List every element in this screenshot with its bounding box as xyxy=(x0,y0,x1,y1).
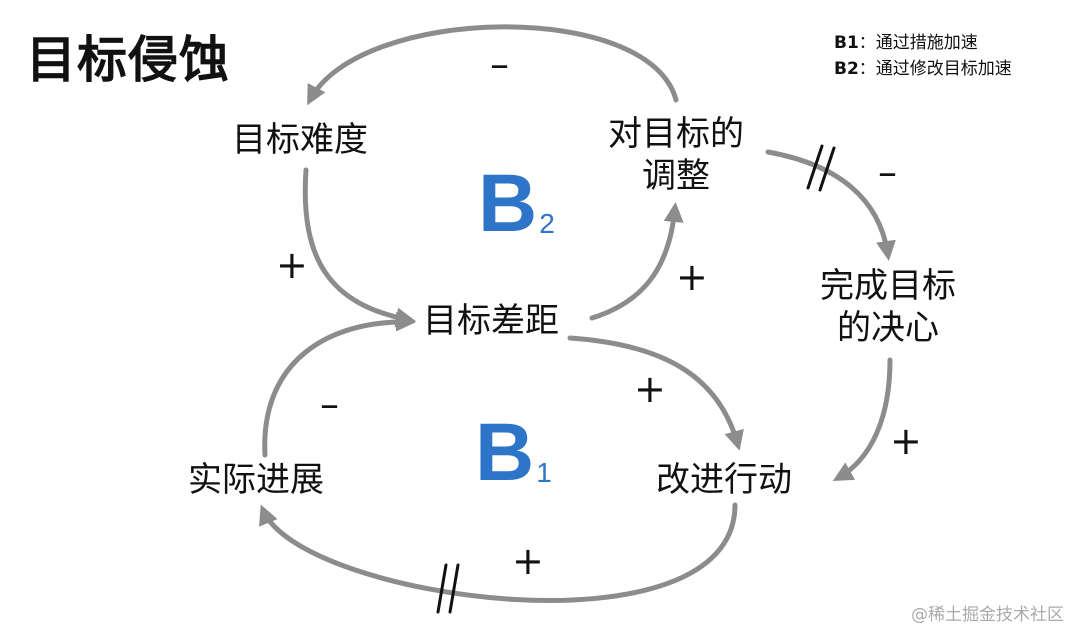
loop-letter: B xyxy=(475,407,535,498)
arrow-resolve-to-action xyxy=(832,357,893,481)
legend-key: B1 xyxy=(834,33,859,53)
arrow-progress-to-gap xyxy=(262,311,416,458)
loop-label-b2: B2 xyxy=(478,163,555,263)
sign-difficulty-to-gap: + xyxy=(276,243,308,287)
legend-item-b2: B2：通过修改目标加速 xyxy=(834,56,1012,82)
node-actual-progress: 实际进展 xyxy=(188,460,324,500)
loop-letter: B xyxy=(478,158,538,249)
arrow-adjust-to-difficulty xyxy=(307,24,679,106)
page-title: 目标侵蚀 xyxy=(26,31,230,89)
legend-separator: ： xyxy=(858,59,876,79)
arrow-action-to-progress xyxy=(259,502,738,604)
node-goal-difficulty: 目标难度 xyxy=(232,120,368,160)
arrow-gap-to-action xyxy=(567,335,744,451)
sign-gap-to-adjust: + xyxy=(676,255,708,299)
delay-mark-lower-1 xyxy=(436,563,448,614)
sign-action-to-progress: + xyxy=(512,539,544,583)
sign-gap-to-action: + xyxy=(634,367,666,411)
sign-adjust-to-resolve: – xyxy=(878,150,897,194)
node-goal-adjustment: 对目标的 调整 xyxy=(596,113,756,197)
legend-item-b1: B1：通过措施加速 xyxy=(834,30,1012,56)
node-resolve-line1: 完成目标 xyxy=(820,266,956,306)
loop-subscript: 1 xyxy=(536,457,552,488)
sign-adjust-to-difficulty: – xyxy=(490,42,509,86)
legend-text: 通过措施加速 xyxy=(875,33,978,53)
node-resolve: 完成目标 的决心 xyxy=(808,265,968,349)
node-goal-adjustment-line2: 调整 xyxy=(642,156,710,196)
node-goal-adjustment-line1: 对目标的 xyxy=(608,114,744,154)
arrow-difficulty-to-gap xyxy=(302,167,416,328)
delay-mark-upper-2 xyxy=(818,146,836,192)
watermark: @稀土掘金技术社区 xyxy=(911,605,1064,625)
arrow-gap-to-adjust xyxy=(589,202,684,321)
loop-subscript: 2 xyxy=(539,208,555,239)
delay-mark-lower-2 xyxy=(448,563,460,614)
node-goal-gap: 目标差距 xyxy=(423,301,559,341)
sign-progress-to-gap: – xyxy=(320,382,339,426)
delay-mark-upper-1 xyxy=(806,144,824,190)
sign-resolve-to-action: + xyxy=(890,419,922,463)
legend: B1：通过措施加速 B2：通过修改目标加速 xyxy=(834,30,1012,82)
arrow-adjust-to-resolve xyxy=(765,149,896,261)
loop-label-b1: B1 xyxy=(475,412,552,512)
legend-text: 通过修改目标加速 xyxy=(875,59,1012,79)
legend-key: B2 xyxy=(834,59,859,79)
node-resolve-line2: 的决心 xyxy=(837,308,939,348)
legend-separator: ： xyxy=(858,33,876,53)
node-improve-action: 改进行动 xyxy=(656,460,792,500)
